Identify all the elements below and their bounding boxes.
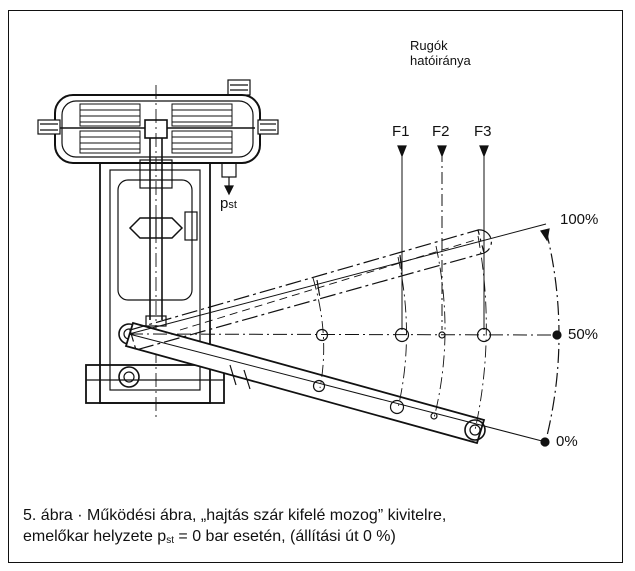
- force-label-f3: F3: [474, 123, 492, 140]
- spring-direction-line-2: hatóiránya: [410, 53, 471, 68]
- position-label-50: 50%: [568, 326, 599, 343]
- caption-line-2-start: emelőkar helyzete p: [23, 528, 167, 545]
- position-label-100: 100%: [560, 211, 599, 228]
- force-label-f1: F1: [392, 123, 410, 140]
- caption-line-2-end: = 0 bar esetén, (állítási út 0 %): [173, 528, 396, 545]
- caption-line-1: 5. ábra · Működési ábra, „hajtás szár ki…: [23, 507, 447, 524]
- spring-direction-label: Rugók hatóiránya: [410, 38, 471, 68]
- reference-lines: [128, 223, 553, 442]
- actuator-housing: [37, 79, 279, 196]
- signal-pressure-symbol: p: [220, 195, 229, 212]
- spring-direction-line-1: Rugók: [410, 38, 448, 53]
- travel-arc: [540, 228, 562, 447]
- caption-subscript: st: [166, 535, 174, 546]
- figure-caption: 5. ábra · Működési ábra, „hajtás szár ki…: [23, 505, 613, 549]
- force-label-f2: F2: [432, 123, 450, 140]
- lever-0-percent: [124, 321, 486, 445]
- mid-position-circles: [315, 327, 492, 343]
- figure-frame: [8, 10, 623, 563]
- signal-pressure-subscript: st: [228, 199, 237, 211]
- position-label-0: 0%: [556, 433, 578, 450]
- caption-line-2: emelőkar helyzete pst = 0 bar esetén, (á…: [23, 526, 613, 549]
- force-lines: [397, 145, 489, 330]
- signal-pressure-label: pst: [220, 196, 237, 213]
